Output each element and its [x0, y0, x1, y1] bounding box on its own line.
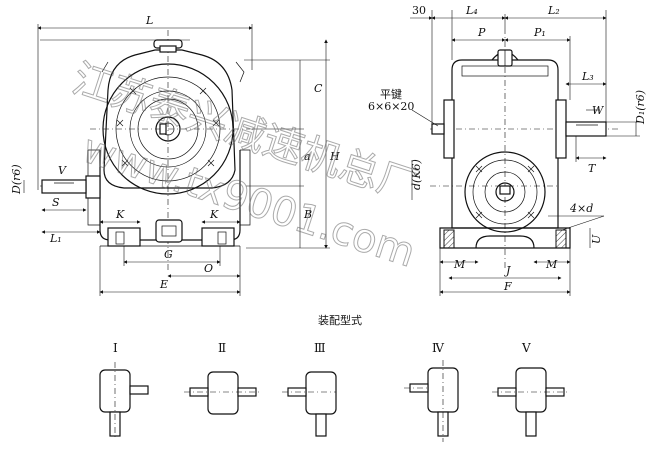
- assembly-label-4: Ⅳ: [432, 341, 445, 355]
- dim-H: H: [329, 150, 340, 163]
- dim-L1: L₁: [49, 232, 62, 245]
- front-view: L C H a B D(r6) V S L₁ K K G O E: [10, 14, 340, 296]
- dim-U: U: [590, 234, 603, 244]
- dim-a: a: [304, 150, 311, 163]
- dim-D1-r6: D₁(r6): [634, 90, 647, 125]
- key-spec-title: 平键: [380, 87, 402, 101]
- dim-D-r6: D(r6): [10, 164, 23, 195]
- assembly-type-3: Ⅲ: [282, 341, 337, 437]
- dim-T: T: [588, 162, 597, 175]
- key-spec-size: 6×6×20: [368, 100, 414, 113]
- assembly-label-5: Ⅴ: [521, 341, 531, 355]
- dim-P: P: [477, 26, 486, 39]
- dim-30: 30: [412, 4, 426, 17]
- dim-F: F: [503, 280, 512, 293]
- dim-G: G: [164, 248, 173, 261]
- dim-M-left: M: [453, 258, 466, 271]
- dim-L2: L₂: [547, 4, 560, 17]
- dim-M-right: M: [545, 258, 558, 271]
- assembly-type-1: Ⅰ: [99, 341, 149, 440]
- dim-holes: 4×d: [569, 202, 593, 215]
- assembly-type-5: Ⅴ: [492, 341, 570, 437]
- dim-K-left: K: [115, 208, 125, 221]
- dim-B: B: [303, 208, 312, 221]
- assembly-type-2: Ⅱ: [184, 341, 262, 415]
- dim-O: O: [204, 262, 213, 275]
- dim-E: E: [159, 278, 168, 291]
- dim-C: C: [314, 82, 323, 95]
- side-view: 30 L₄ L₂ P P₁ L₃ 平键 6×6×20 W D₁(r6) T d(…: [368, 4, 647, 296]
- assembly-type-4: Ⅳ: [404, 341, 459, 442]
- assembly-label-1: Ⅰ: [113, 341, 118, 355]
- assembly-label-2: Ⅱ: [218, 341, 226, 355]
- assembly-types: 装配型式 Ⅰ Ⅱ Ⅲ Ⅳ: [99, 313, 570, 442]
- assembly-label-3: Ⅲ: [314, 341, 326, 355]
- dim-V: V: [58, 164, 67, 177]
- dim-L3: L₃: [581, 70, 594, 83]
- dim-P1: P₁: [533, 26, 546, 39]
- dim-J: J: [504, 264, 511, 277]
- assembly-title: 装配型式: [318, 313, 362, 327]
- dim-L: L: [145, 14, 153, 27]
- dim-W: W: [592, 104, 605, 117]
- dim-d-K6: d(K6): [410, 159, 423, 190]
- dim-L4: L₄: [465, 4, 478, 17]
- dim-K-right: K: [209, 208, 219, 221]
- dim-S: S: [52, 196, 60, 209]
